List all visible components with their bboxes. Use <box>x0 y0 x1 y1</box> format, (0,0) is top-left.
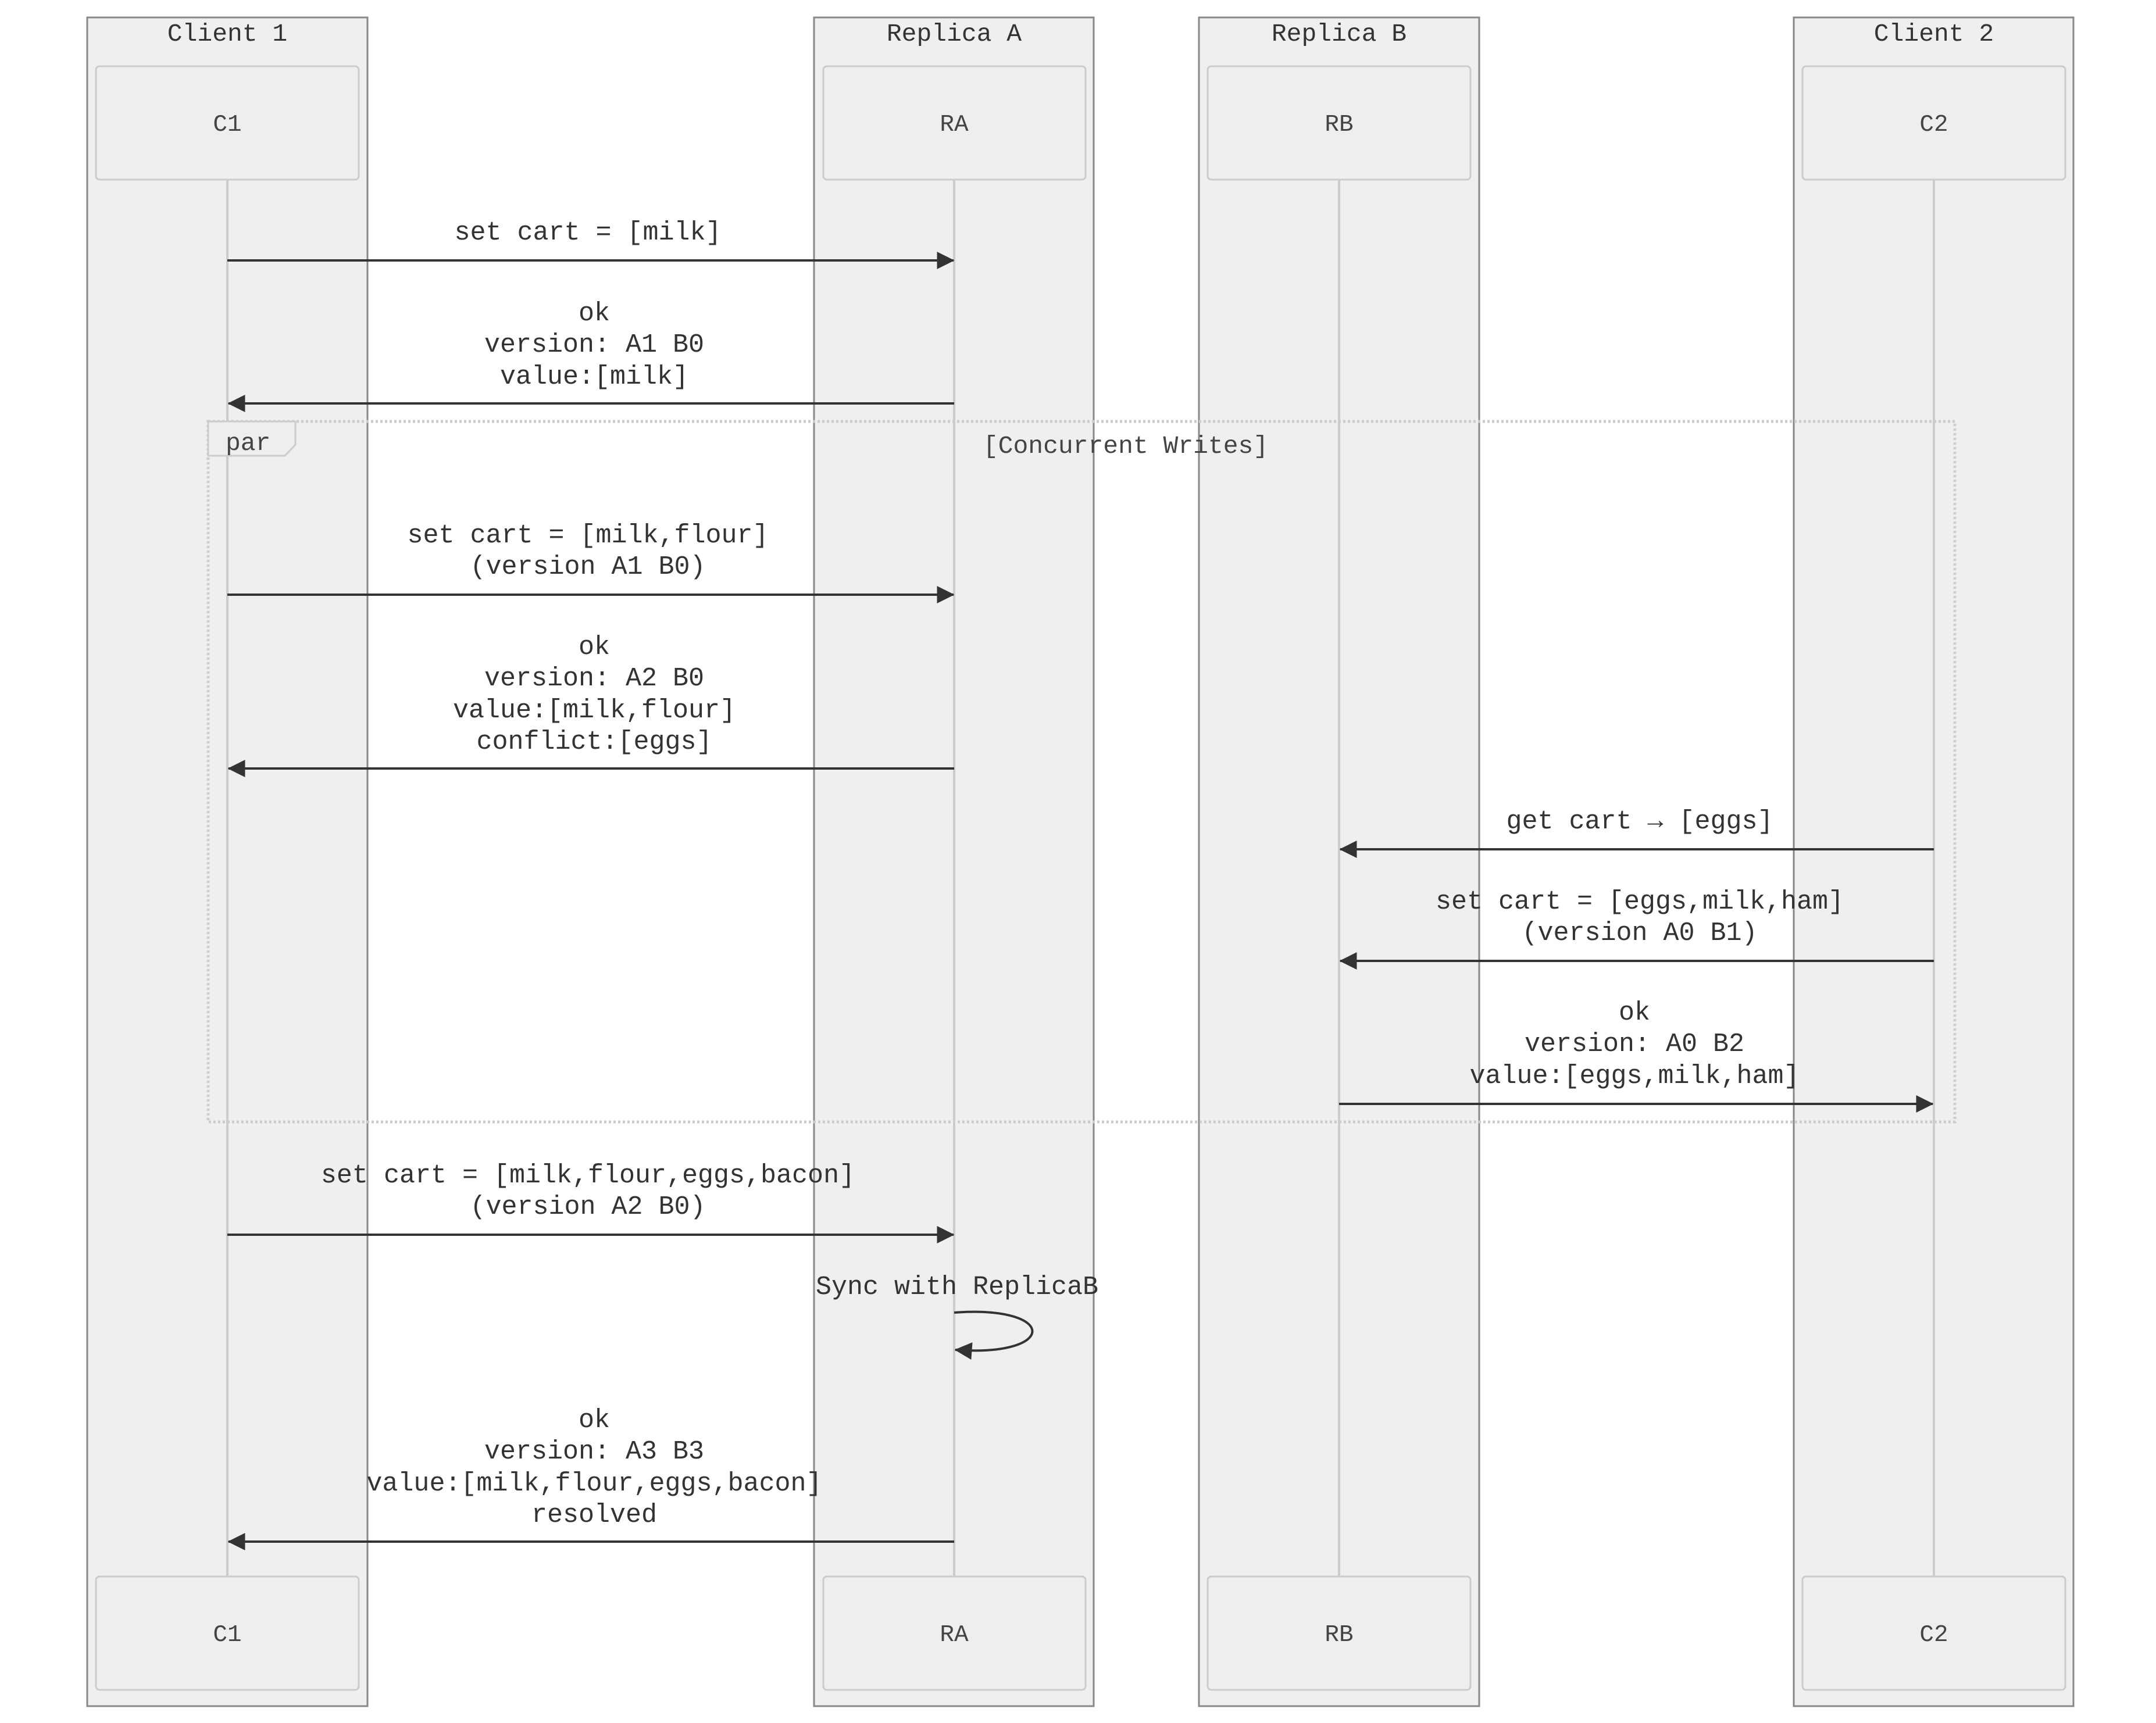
par-frame-condition: [Concurrent Writes] <box>983 432 1268 460</box>
actor-ra-bottom: RA <box>822 1575 1087 1691</box>
message-1-label: set cart = [milk] <box>454 218 721 248</box>
actor-ra-top: RA <box>822 65 1087 181</box>
lane-title-client1: Client 1 <box>167 20 287 48</box>
actor-c2-bottom-label: C2 <box>1919 1622 1948 1649</box>
message-7-line-3: value:[eggs,milk,ham] <box>1469 1061 1799 1091</box>
message-6: set cart = [eggs,milk,ham] (version A0 B… <box>1339 887 1934 970</box>
message-9: Sync with ReplicaB <box>816 1272 1098 1360</box>
message-2-line-2: version: A1 B0 <box>484 330 704 360</box>
message-2: ok version: A1 B0 value:[milk] <box>227 299 954 412</box>
actor-c2-top: C2 <box>1801 65 2066 181</box>
message-10: ok version: A3 B3 value:[milk,flour,eggs… <box>227 1406 954 1550</box>
actor-rb-bottom-label: RB <box>1325 1622 1353 1649</box>
message-8: set cart = [milk,flour,eggs,bacon] (vers… <box>227 1161 955 1243</box>
message-3-line-2: (version A1 B0) <box>470 552 705 582</box>
message-6-line-2: (version A0 B1) <box>1522 918 1757 948</box>
message-2-line-1: ok <box>579 299 610 328</box>
message-7: ok version: A0 B2 value:[eggs,milk,ham] <box>1339 998 1934 1113</box>
message-8-line-2: (version A2 B0) <box>470 1192 705 1222</box>
par-frame-keyword: par <box>226 429 270 457</box>
message-8-line-1: set cart = [milk,flour,eggs,bacon] <box>321 1161 855 1191</box>
message-4-line-1: ok <box>579 632 610 662</box>
message-6-line-1: set cart = [eggs,milk,ham] <box>1436 887 1844 917</box>
message-1: set cart = [milk] <box>227 218 955 269</box>
lane-title-client2: Client 2 <box>1874 20 1994 48</box>
message-10-line-1: ok <box>579 1406 610 1435</box>
message-10-line-3: value:[milk,flour,eggs,bacon] <box>366 1469 822 1499</box>
message-10-line-2: version: A3 B3 <box>484 1437 704 1467</box>
lane-title-replica-a: Replica A <box>887 20 1022 48</box>
message-10-line-4: resolved <box>531 1500 657 1530</box>
message-5: get cart → [eggs] <box>1339 807 1934 858</box>
actor-rb-bottom: RB <box>1206 1575 1472 1691</box>
actor-c1-bottom: C1 <box>95 1575 360 1691</box>
message-4-line-2: version: A2 B0 <box>484 664 704 694</box>
actor-ra-bottom-label: RA <box>940 1622 969 1649</box>
message-4-line-4: conflict:[eggs] <box>476 727 712 757</box>
actor-c1-top: C1 <box>95 65 360 181</box>
message-4: ok version: A2 B0 value:[milk,flour] con… <box>227 632 954 777</box>
message-7-line-1: ok <box>1619 998 1650 1028</box>
actor-c1-top-label: C1 <box>213 112 241 138</box>
message-5-label: get cart → [eggs] <box>1506 807 1773 837</box>
actor-c1-bottom-label: C1 <box>213 1622 241 1649</box>
actor-c2-top-label: C2 <box>1919 112 1948 138</box>
message-9-label: Sync with ReplicaB <box>816 1272 1098 1302</box>
message-7-line-2: version: A0 B2 <box>1525 1029 1744 1059</box>
message-2-line-3: value:[milk] <box>500 362 688 392</box>
actor-c2-bottom: C2 <box>1801 1575 2066 1691</box>
actor-rb-top-label: RB <box>1325 112 1353 138</box>
message-9-loop-arrow <box>954 1310 1034 1360</box>
message-3-line-1: set cart = [milk,flour] <box>407 521 768 550</box>
message-4-line-3: value:[milk,flour] <box>453 696 736 725</box>
actor-rb-top: RB <box>1206 65 1472 181</box>
message-3: set cart = [milk,flour] (version A1 B0) <box>227 521 955 603</box>
par-frame: par [Concurrent Writes] <box>206 420 1957 1124</box>
actor-ra-top-label: RA <box>940 112 969 138</box>
lane-title-replica-b: Replica B <box>1272 20 1407 48</box>
